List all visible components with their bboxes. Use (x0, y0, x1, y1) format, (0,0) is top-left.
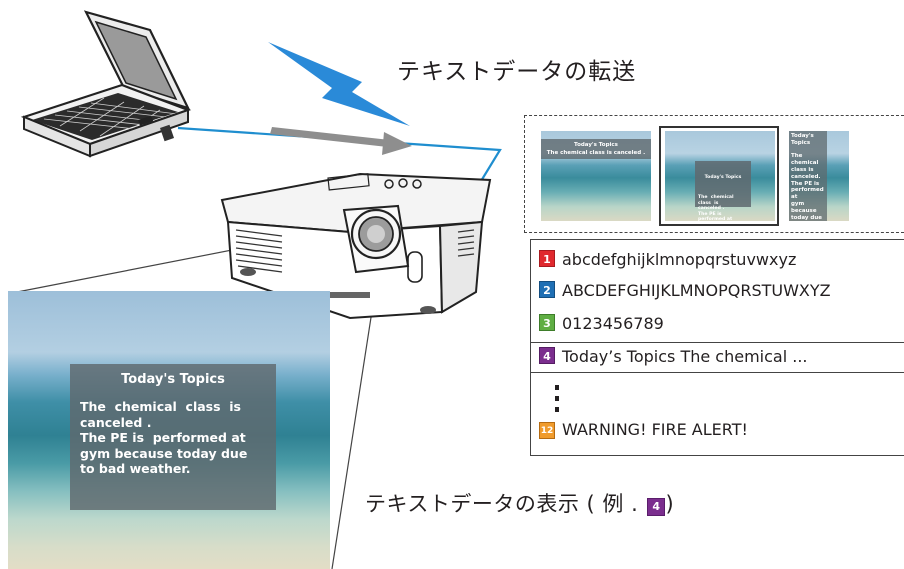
thumbnail-center-box: Today's Topics The chemical class is can… (665, 131, 775, 221)
thumbnail-1-body: The chemical class is canceled . (546, 150, 646, 156)
thumbnail-2-body: The chemical class is canceled . The PE … (698, 194, 734, 221)
layout-thumbnails-panel: Today's Topics The chemical class is can… (524, 115, 904, 233)
list-item-selected: 4 Today’s Topics The chemical ... (539, 344, 808, 370)
projected-screen: Today's Topics The chemical class is can… (8, 291, 330, 569)
number-badge-icon: 4 (539, 347, 555, 364)
text-data-list: 1 abcdefghijklmnopqrstuvwxyz 2 ABCDEFGHIJK… (530, 239, 904, 456)
ellipsis-dots-icon (555, 385, 559, 418)
number-badge-icon: 12 (539, 422, 555, 439)
number-badge-icon: 4 (647, 498, 666, 516)
thumbnail-selected-frame (659, 126, 779, 226)
wireless-signal-icon (268, 42, 410, 126)
screen-body: The chemical class is canceled . The PE … (80, 399, 248, 476)
thumbnail-side-bar-text: Today's Topics The chemical class is can… (789, 131, 827, 221)
number-badge-icon: 1 (539, 250, 555, 267)
thumbnail-1-heading: Today's Topics (574, 142, 618, 148)
list-item: 1 abcdefghijklmnopqrstuvwxyz (539, 247, 796, 273)
transfer-title: テキストデータの転送 (397, 59, 637, 85)
display-caption-suffix: ) (665, 492, 675, 516)
number-badge-icon: 2 (539, 281, 555, 298)
list-item: 12 WARNING! FIRE ALERT! (539, 417, 748, 443)
thumbnail-top-bar: Today's Topics The chemical class is can… (541, 131, 651, 221)
list-item: 3 0123456789 (539, 311, 664, 337)
list-item-text: 0123456789 (562, 314, 664, 333)
list-item: 2 ABCDEFGHIJKLMNOPQRSTUWXYZ (539, 278, 831, 304)
thumbnail-side-bar: Today's Topics The chemical class is can… (789, 131, 849, 221)
list-item-text: abcdefghijklmnopqrstuvwxyz (562, 250, 797, 269)
list-item-text: WARNING! FIRE ALERT! (562, 420, 748, 439)
list-item-selected-frame (530, 342, 904, 373)
screen-heading: Today's Topics (121, 372, 225, 387)
thumbnail-top-bar-text: Today's Topics The chemical class is can… (541, 139, 651, 159)
transfer-arrow-icon (270, 127, 412, 155)
thumbnail-center-box-text: Today's Topics The chemical class is can… (695, 161, 751, 221)
laptop-icon (20, 10, 192, 158)
screen-text-box: Today's Topics The chemical class is can… (70, 364, 276, 510)
list-item-text: Today’s Topics The chemical ... (562, 347, 808, 366)
number-badge-icon: 3 (539, 314, 555, 331)
display-caption: テキストデータの表示 ( 例 . 4) (365, 488, 674, 518)
display-caption-prefix: テキストデータの表示 ( 例 . (365, 492, 646, 516)
list-item-text: ABCDEFGHIJKLMNOPQRSTUWXYZ (562, 281, 831, 300)
thumbnail-2-heading: Today's Topics (704, 175, 742, 181)
